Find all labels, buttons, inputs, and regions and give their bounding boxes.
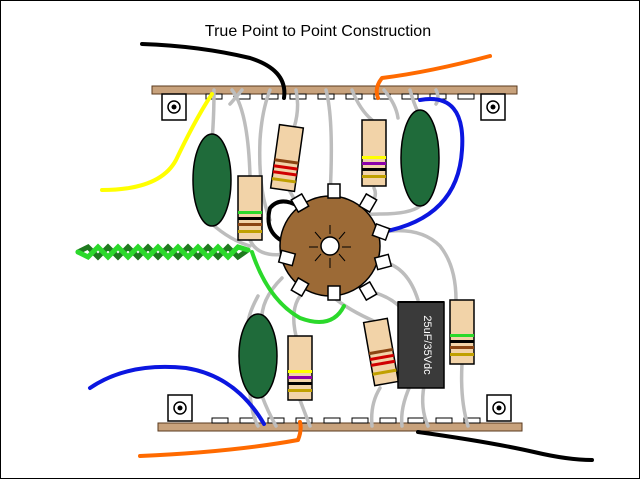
orange-wire-top xyxy=(374,54,492,100)
orange-wire-bottom xyxy=(138,420,303,458)
bottom-left-mount-ear xyxy=(167,394,193,422)
black-wire-top xyxy=(140,42,287,100)
film-capacitor-left-bottom xyxy=(238,313,278,399)
yellow-wire xyxy=(100,92,214,192)
tube-socket xyxy=(277,183,393,302)
green-wire xyxy=(250,250,346,324)
film-capacitor-left-top xyxy=(192,133,232,227)
heater-twisted-pair xyxy=(75,243,251,261)
resistor-4 xyxy=(287,335,313,401)
resistor-5 xyxy=(362,317,400,387)
resistor-1 xyxy=(237,175,263,241)
top-left-mount-ear xyxy=(161,93,187,121)
film-capacitors xyxy=(192,109,440,399)
resistor-2 xyxy=(269,123,305,193)
resistor-6 xyxy=(449,299,475,365)
resistor-3 xyxy=(361,119,387,187)
colored-wires xyxy=(88,42,594,462)
bottom-right-mount-ear xyxy=(486,394,512,422)
blue-wire-right xyxy=(380,97,465,234)
blue-wire-bottom xyxy=(88,364,266,426)
bypass-capacitor: 25uF/35Vdc xyxy=(397,301,445,389)
bottom-terminal-strip xyxy=(157,394,523,432)
diagram-title: True Point to Point Construction xyxy=(205,23,431,40)
top-right-mount-ear xyxy=(480,93,506,121)
film-capacitor-right-top xyxy=(400,109,440,207)
black-wire-bottom xyxy=(416,430,594,462)
capacitor-value-label: 25uF/35Vdc xyxy=(421,315,433,375)
